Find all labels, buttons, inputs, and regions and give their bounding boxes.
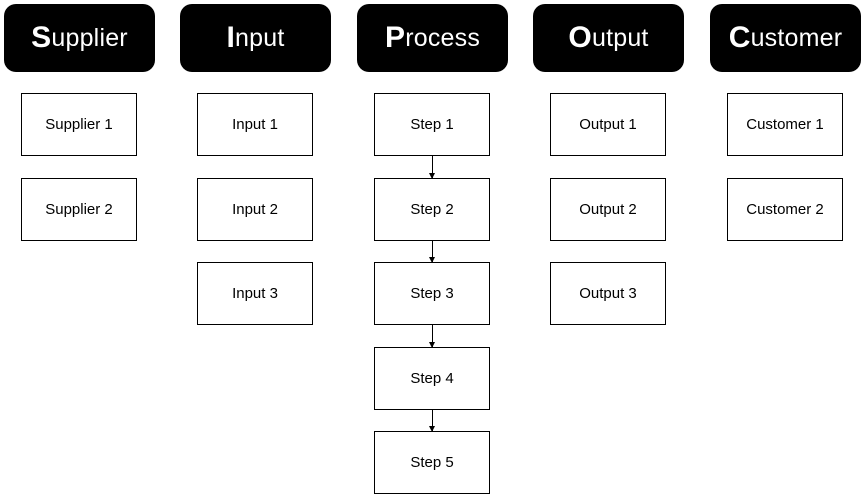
arrow-step-2-to-3 [429, 241, 435, 263]
header-input-rest: nput [235, 23, 285, 52]
arrow-step-3-to-4 [429, 325, 435, 348]
output-box-3: Output 3 [550, 262, 666, 325]
header-input-initial: I [226, 21, 236, 54]
arrow-step-1-to-2 [429, 156, 435, 179]
customer-box-1: Customer 1 [727, 93, 843, 156]
header-process-rest: rocess [405, 23, 481, 52]
header-customer-rest: ustomer [750, 23, 843, 52]
header-customer-initial: C [728, 21, 751, 54]
header-supplier-initial: S [31, 21, 52, 54]
supplier-box-1: Supplier 1 [21, 93, 137, 156]
process-step-1: Step 1 [374, 93, 490, 156]
process-step-3: Step 3 [374, 262, 490, 325]
header-supplier-rest: upplier [51, 23, 128, 52]
process-step-5: Step 5 [374, 431, 490, 494]
arrow-step-4-to-5 [429, 410, 435, 432]
output-box-1: Output 1 [550, 93, 666, 156]
input-box-3: Input 3 [197, 262, 313, 325]
customer-box-2: Customer 2 [727, 178, 843, 241]
header-output-rest: utput [591, 23, 649, 52]
process-step-2: Step 2 [374, 178, 490, 241]
input-box-2: Input 2 [197, 178, 313, 241]
header-process-initial: P [384, 21, 406, 54]
input-box-1: Input 1 [197, 93, 313, 156]
output-box-2: Output 2 [550, 178, 666, 241]
header-output-initial: O [568, 21, 592, 54]
supplier-box-2: Supplier 2 [21, 178, 137, 241]
process-step-4: Step 4 [374, 347, 490, 410]
